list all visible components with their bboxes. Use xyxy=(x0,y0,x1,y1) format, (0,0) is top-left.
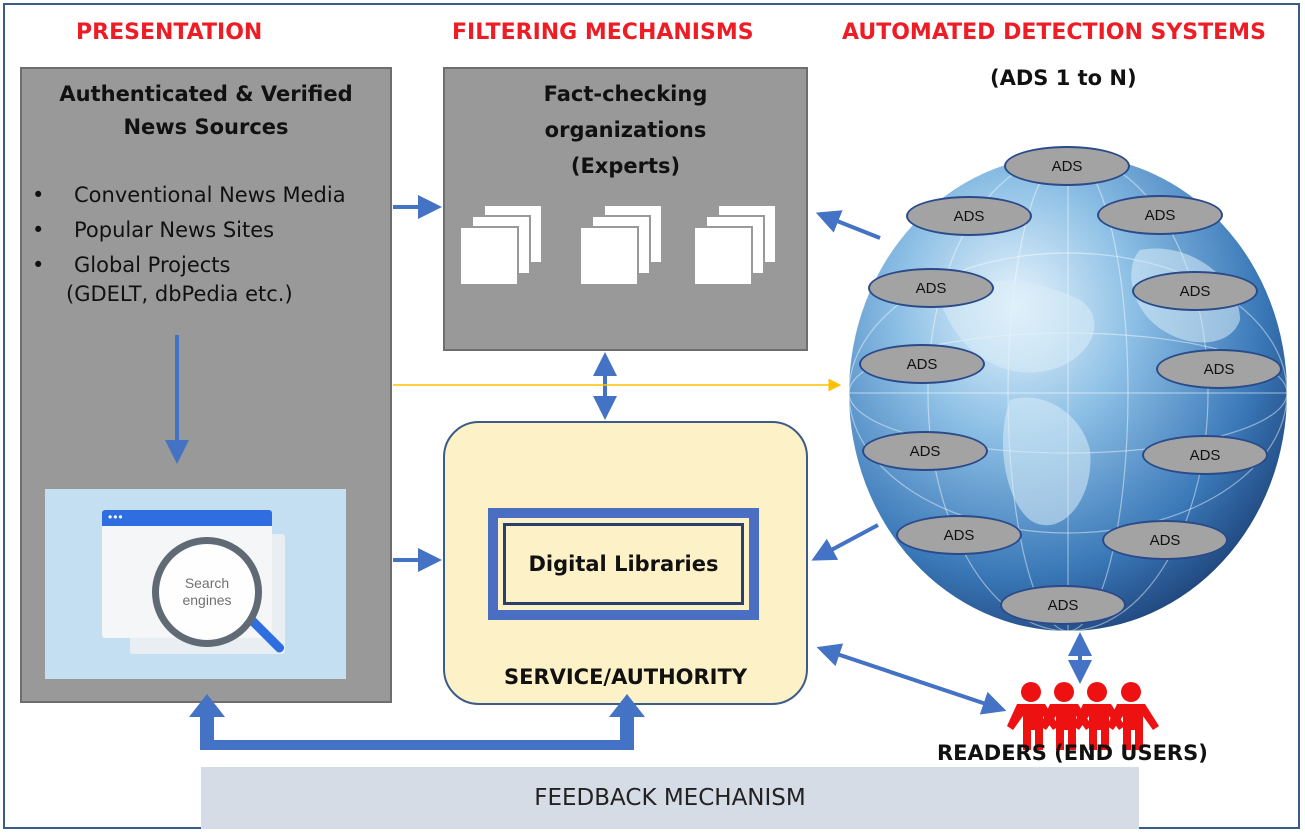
fact-checking-line3: (Experts) xyxy=(570,154,681,178)
digital-libraries-label: Digital Libraries xyxy=(503,523,744,605)
list-item: • Global Projects xyxy=(32,248,346,283)
ads-node-12: ADS xyxy=(1000,585,1126,625)
source-conventional-news-media: Conventional News Media xyxy=(74,183,346,207)
ads-node-9: ADS xyxy=(1142,435,1268,475)
search-engines-label-line1: Search xyxy=(184,575,230,591)
source-global-projects: Global Projects xyxy=(74,253,231,277)
bullet: • xyxy=(32,183,45,207)
service-authority-label: SERVICE/AUTHORITY xyxy=(503,665,748,689)
fact-checking-title: Fact-checking organizations (Experts) xyxy=(443,76,808,184)
search-engines-label-line2: engines xyxy=(182,592,232,608)
readers-people-icon xyxy=(1007,682,1159,750)
bullet: • xyxy=(32,253,45,277)
document-stack-icon xyxy=(693,204,777,286)
magnifier-icon: Search engines xyxy=(152,537,262,647)
browser-titlebar: ••• xyxy=(102,510,272,526)
digital-libraries-box: Digital Libraries xyxy=(488,508,759,620)
ads-node-2: ADS xyxy=(906,196,1032,236)
feedback-mechanism-bar: FEEDBACK MECHANISM xyxy=(201,767,1139,829)
news-sources-list: • Conventional News Media • Popular News S… xyxy=(32,178,346,283)
ads-node-5: ADS xyxy=(1132,271,1258,311)
heading-presentation: PRESENTATION xyxy=(76,20,263,45)
browser-dots-icon: ••• xyxy=(108,510,124,524)
arrow-globe-to-service xyxy=(811,523,879,561)
source-popular-news-sites: Popular News Sites xyxy=(74,218,275,242)
fact-checking-line1: Fact-checking xyxy=(543,82,708,106)
arrow-service-readers xyxy=(816,643,1007,715)
document-stack-icon xyxy=(579,204,663,286)
ads-node-4: ADS xyxy=(868,268,994,308)
heading-automated-detection-systems: AUTOMATED DETECTION SYSTEMS xyxy=(842,20,1266,45)
heading-ads-range: (ADS 1 to N) xyxy=(990,66,1137,90)
news-sources-title-line1: Authenticated & Verified xyxy=(59,82,353,106)
bullet: • xyxy=(32,218,45,242)
source-global-projects-examples: (GDELT, dbPedia etc.) xyxy=(66,282,293,306)
ads-node-11: ADS xyxy=(1102,520,1228,560)
ads-node-3: ADS xyxy=(1097,195,1223,235)
ads-node-7: ADS xyxy=(1156,349,1282,389)
heading-filtering-mechanisms: FILTERING MECHANISMS xyxy=(452,20,754,45)
ads-node-1: ADS xyxy=(1004,146,1130,186)
document-stack-icon xyxy=(459,204,543,286)
feedback-arrows xyxy=(189,694,645,750)
list-item: • Conventional News Media xyxy=(32,178,346,213)
readers-label: READERS (END USERS) xyxy=(937,741,1208,765)
news-sources-title-line2: News Sources xyxy=(123,114,289,139)
news-sources-title: Authenticated & Verified News Sources xyxy=(20,78,392,143)
ads-node-6: ADS xyxy=(859,344,985,384)
ads-node-10: ADS xyxy=(896,515,1022,555)
ads-node-8: ADS xyxy=(862,431,988,471)
list-item: • Popular News Sites xyxy=(32,213,346,248)
arrow-globe-to-fact-checking xyxy=(815,210,881,240)
fact-checking-line2: organizations xyxy=(544,118,707,142)
